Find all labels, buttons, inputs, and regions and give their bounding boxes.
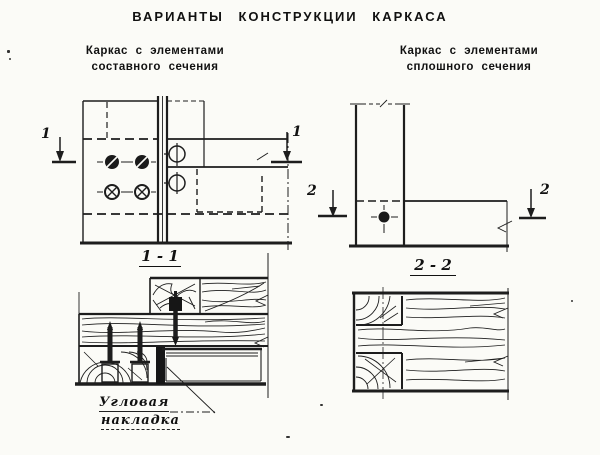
callout-line2: накладка [101,413,180,430]
section-marker-digit-2-left: 2 [307,183,317,199]
left-frame-joint-diagram [52,96,302,250]
right-subtitle-line2: сплошного сечения [406,61,532,73]
corner-plate-callout: Угловая накладка [99,394,180,430]
section-2-2-drawing [352,287,509,400]
section-label-1-1: 1 - 1 [139,249,181,267]
scan-speck [320,404,323,406]
scan-speck [9,58,11,60]
callout-leader-line [166,366,216,414]
scan-speck [571,300,573,302]
right-frame-joint-diagram [318,99,546,252]
section-marker-digit-1-right: 1 [292,124,302,140]
callout-line1: Угловая [99,395,170,412]
left-column-subtitle: Каркас с элементами составного сечения [55,43,255,75]
page-title: ВАРИАНТЫ КОНСТРУКЦИИ КАРКАСА [132,9,448,24]
left-subtitle-line1: Каркас с элементами [85,45,225,57]
scan-speck [7,50,10,53]
section-marker-digit-2-right: 2 [540,182,550,198]
scan-speck [286,436,290,438]
right-column-subtitle: Каркас с элементами сплошного сечения [388,43,550,75]
left-subtitle-line2: составного сечения [91,61,219,73]
section-1-1-drawing [75,253,269,398]
section-label-2-2: 2 - 2 [410,258,456,276]
right-subtitle-line1: Каркас с элементами [399,45,539,57]
section-marker-digit-1-left: 1 [41,126,51,142]
